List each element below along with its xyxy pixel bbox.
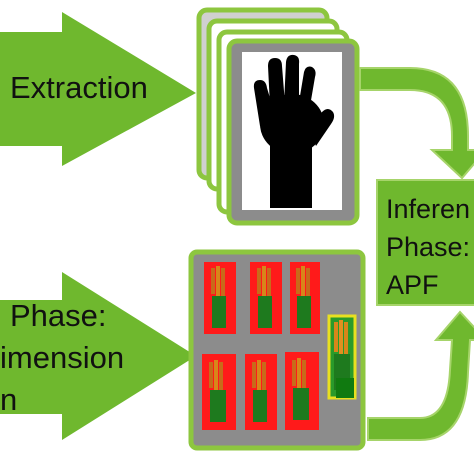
particle-box: [202, 354, 236, 430]
reduction-fragment-label: n: [0, 382, 18, 417]
particle-box: [245, 354, 277, 430]
curve-arrow-bottom: [367, 310, 474, 441]
phase-label: Phase:: [10, 298, 107, 333]
dimension-label: imension: [0, 340, 125, 375]
apf-label: APF: [386, 270, 439, 300]
extraction-label: Extraction: [10, 70, 148, 105]
particle-box: [204, 262, 236, 334]
particle-box: [290, 262, 320, 334]
extraction-arrow: [0, 12, 196, 166]
inference-phase-label: Phase:: [386, 232, 471, 262]
inference-label: Inferen: [386, 194, 471, 224]
particle-box: [250, 262, 282, 334]
hand-silhouette-icon: [253, 54, 335, 208]
particle-box: [285, 352, 319, 430]
dimension-arrow: [0, 272, 196, 440]
inference-box: [376, 179, 474, 306]
hand-particle-icon: [327, 314, 357, 400]
curve-arrow-top: [359, 67, 474, 180]
